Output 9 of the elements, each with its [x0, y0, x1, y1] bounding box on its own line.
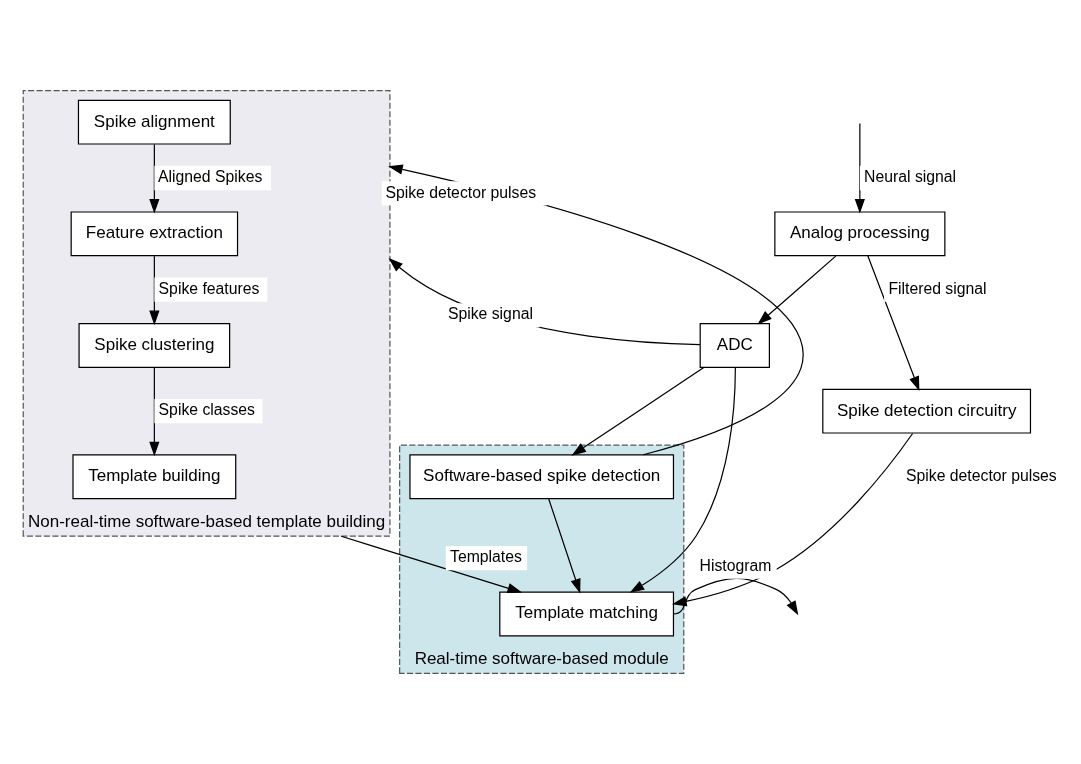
- edge-label: Histogram: [699, 556, 772, 574]
- edge-label: Spike detector pulses: [906, 466, 1057, 484]
- edge-label: Neural signal: [864, 168, 957, 186]
- edge-label: Spike features: [158, 279, 260, 297]
- edge-label: Aligned Spikes: [158, 168, 263, 186]
- edge-label: Spike classes: [158, 401, 255, 419]
- edge-label: Spike signal: [447, 305, 533, 323]
- edge-label: Filtered signal: [888, 279, 987, 297]
- edge-label: Templates: [450, 548, 522, 566]
